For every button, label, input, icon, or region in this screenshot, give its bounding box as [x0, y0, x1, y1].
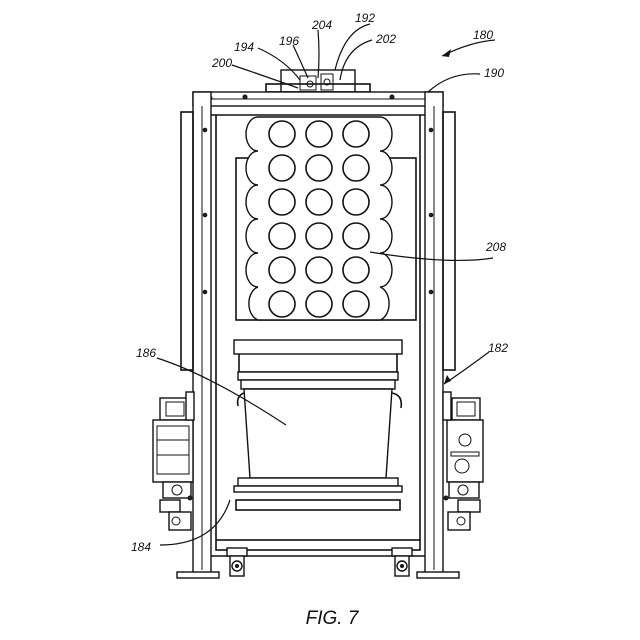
right-motor-assembly [443, 392, 483, 530]
bucket-assembly [234, 340, 402, 510]
ref-numeral-200: 200 [211, 56, 232, 70]
ref-numeral-180: 180 [473, 28, 493, 42]
right-caster [392, 548, 412, 576]
ref-numeral-204: 204 [311, 18, 332, 32]
ref-numeral-186: 186 [136, 346, 156, 360]
ref-numeral-184: 184 [131, 540, 151, 554]
left-caster [227, 548, 247, 576]
ref-numeral-194: 194 [234, 40, 254, 54]
ref-numeral-202: 202 [375, 32, 396, 46]
figure-caption: FIG. 7 [306, 608, 360, 629]
ref-numeral-192: 192 [355, 11, 375, 25]
ref-numeral-182: 182 [488, 341, 508, 355]
perforated-plate [246, 117, 392, 320]
ref-numeral-208: 208 [485, 240, 506, 254]
ref-numeral-196: 196 [279, 34, 299, 48]
left-motor-assembly [153, 392, 194, 530]
ref-numeral-190: 190 [484, 66, 504, 80]
